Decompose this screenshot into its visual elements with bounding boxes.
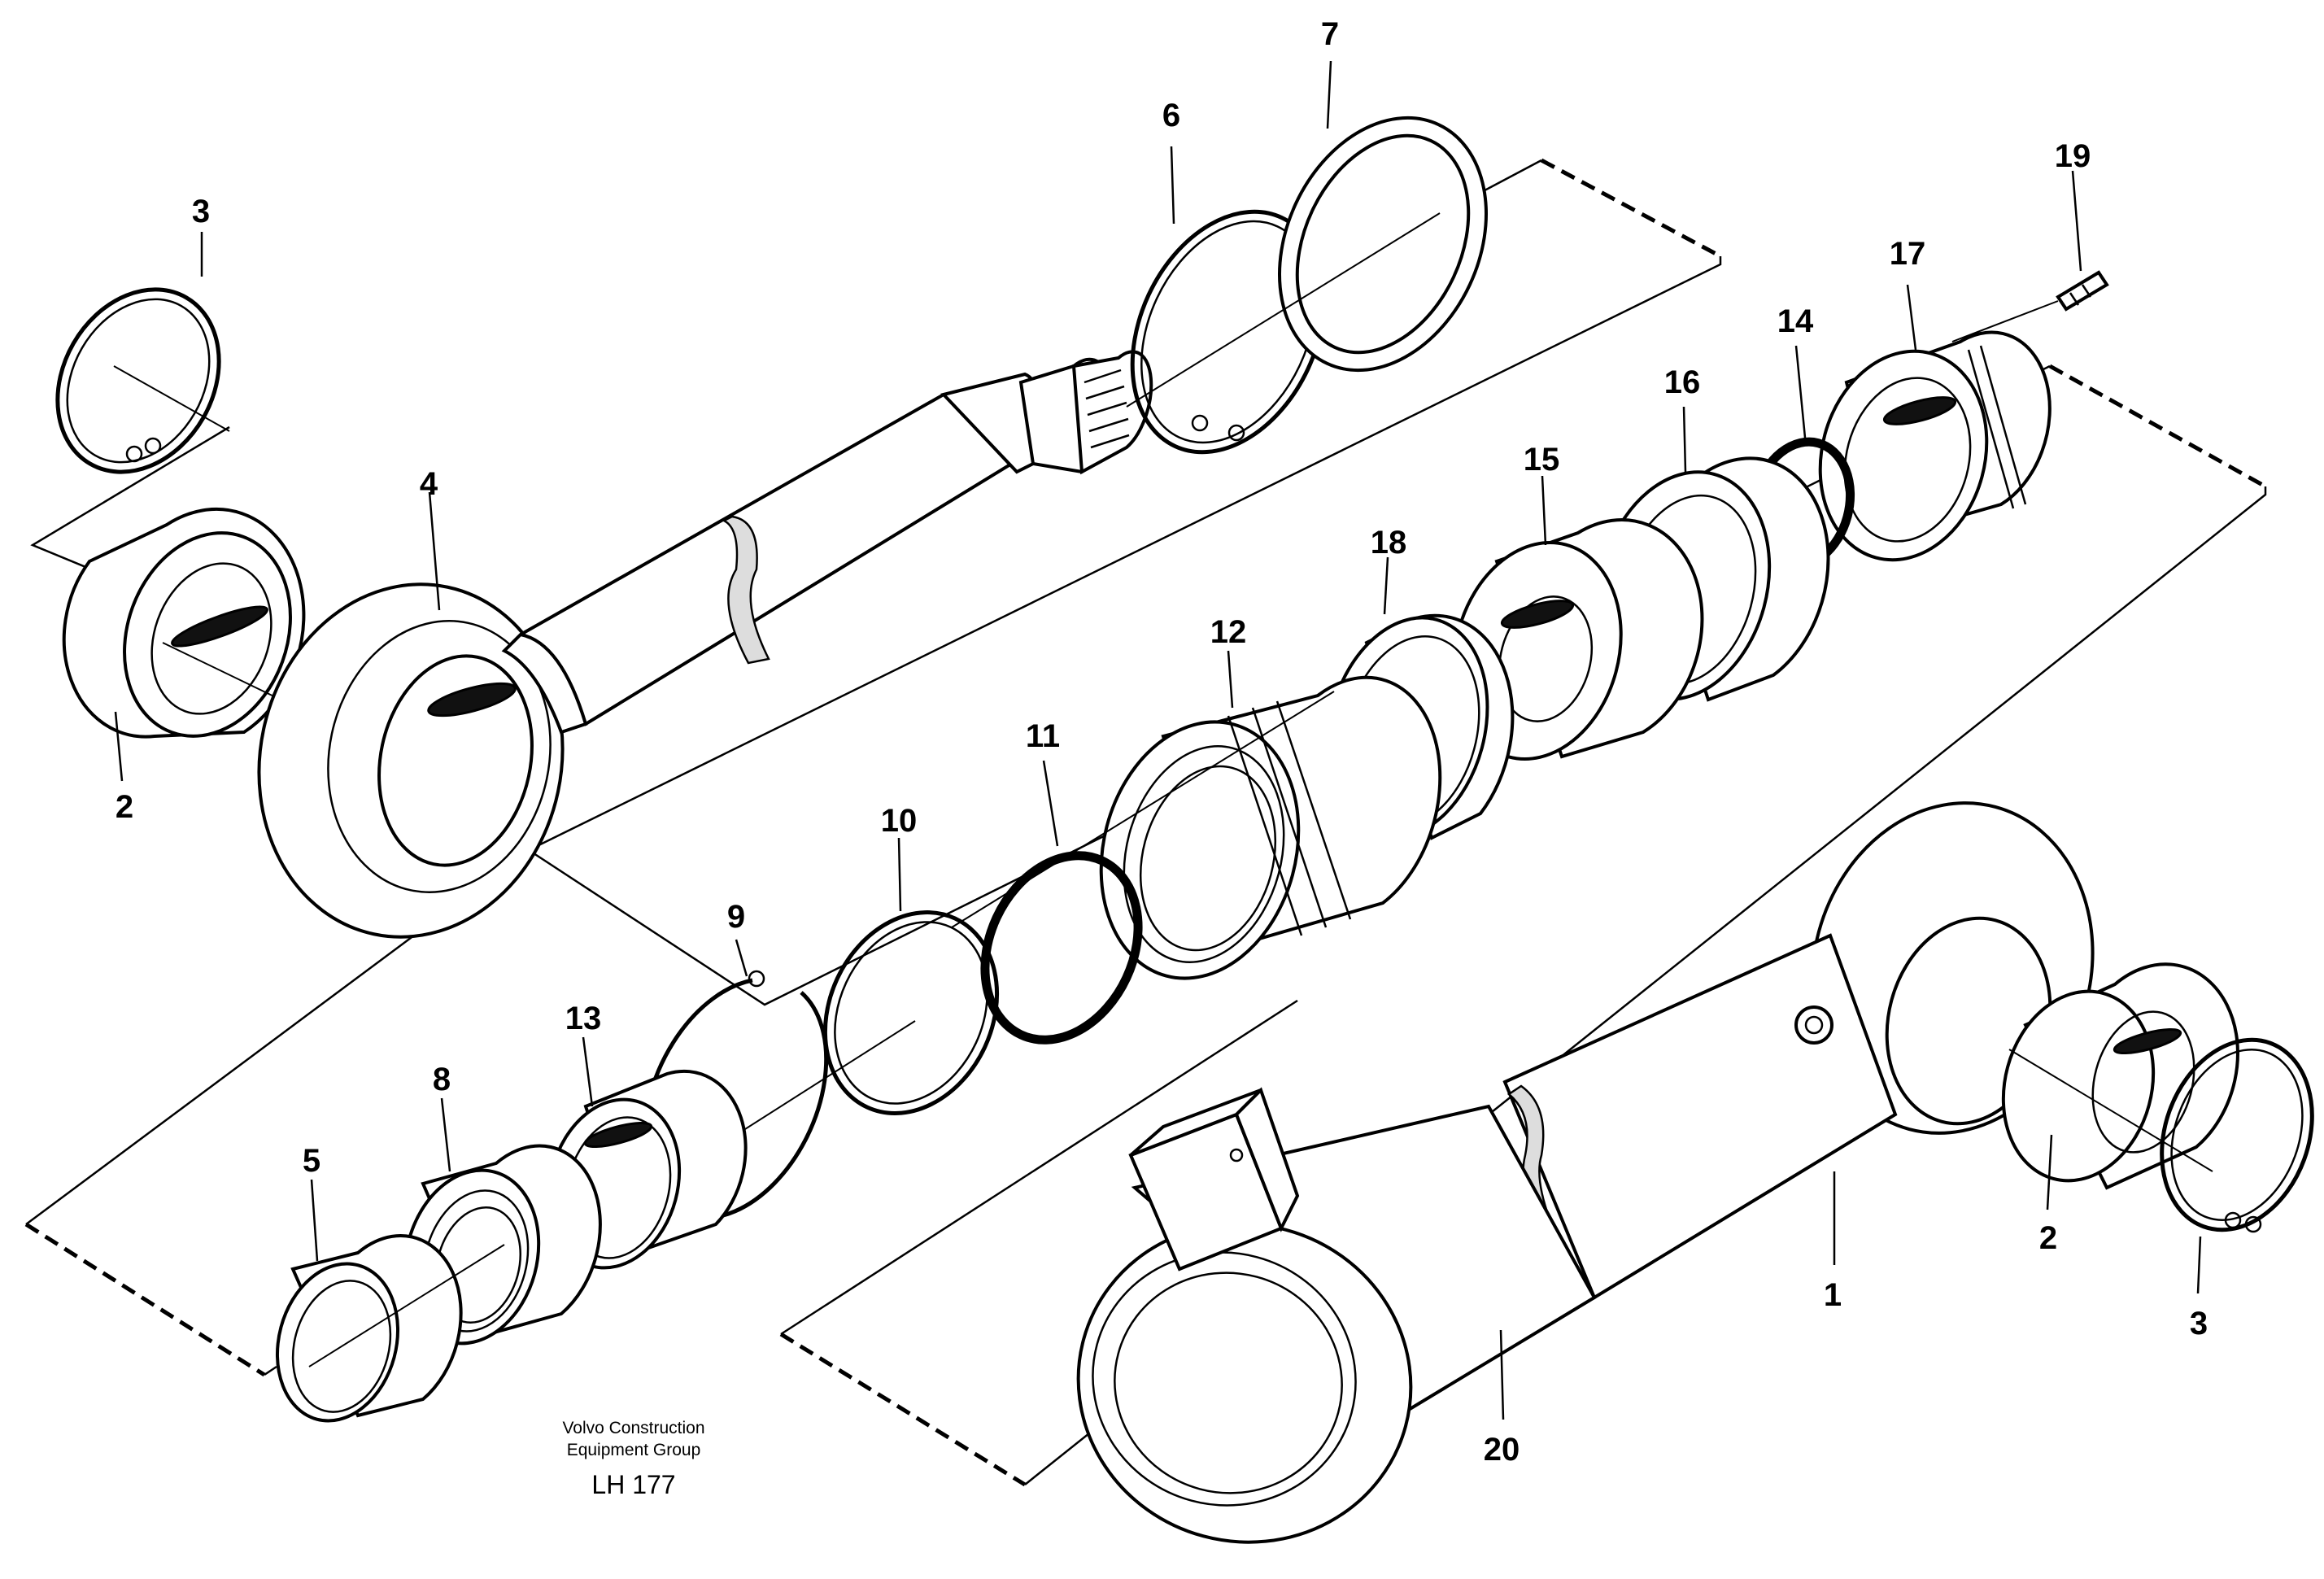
rod-group-boundary-lower xyxy=(528,256,1722,852)
callout-15: 15 xyxy=(1524,442,1560,478)
callout-8: 8 xyxy=(433,1062,451,1097)
part-12-cylinder-head xyxy=(951,675,1442,980)
callout-17: 17 xyxy=(1890,236,1926,272)
credit-line-1: Volvo Construction xyxy=(562,1419,704,1437)
part-10-backup-ring xyxy=(822,910,1000,1115)
part-19-set-screw xyxy=(1951,270,2109,342)
part-5-wiper xyxy=(275,1234,505,1423)
callout-20: 20 xyxy=(1484,1432,1520,1468)
tube-boundary-diag xyxy=(780,999,1298,1336)
credit-block: Volvo Construction Equipment Group LH 17… xyxy=(562,1419,704,1499)
callout-2-right: 2 xyxy=(2039,1220,2057,1256)
part-2-bearing-right xyxy=(2001,962,2239,1190)
callout-3-right: 3 xyxy=(2190,1306,2208,1341)
callout-7: 7 xyxy=(1321,16,1339,52)
seal-group-boundary-right xyxy=(2048,364,2267,489)
part-13-bushing xyxy=(547,1069,748,1270)
callout-11: 11 xyxy=(1026,718,1060,754)
rod-group-boundary-top xyxy=(1540,158,1722,259)
callout-6: 6 xyxy=(1162,98,1180,133)
part-20-cylinder-barrel xyxy=(1076,1087,1597,1544)
callout-12: 12 xyxy=(1210,614,1247,650)
callout-1: 1 xyxy=(1824,1277,1842,1313)
part-7-ring xyxy=(1126,116,1488,408)
part-4-piston-rod xyxy=(257,350,1153,939)
callout-10: 10 xyxy=(881,803,918,839)
callout-4: 4 xyxy=(420,466,438,502)
leader-lines xyxy=(114,60,2202,1420)
part-11-seal xyxy=(980,851,1143,1045)
part-6-circlip xyxy=(1130,209,1327,455)
tube-boundary-bottom xyxy=(779,1332,1027,1487)
callout-9: 9 xyxy=(727,899,745,935)
callout-19: 19 xyxy=(2055,138,2091,174)
part-3-circlip-right xyxy=(2160,1037,2314,1233)
callout-3-left: 3 xyxy=(192,194,210,229)
credit-line-2: Equipment Group xyxy=(567,1441,701,1459)
callout-14: 14 xyxy=(1777,303,1814,339)
callouts: 3 4 2 6 7 19 17 14 16 15 18 12 11 10 9 1… xyxy=(116,16,2208,1468)
part-3-circlip-left xyxy=(55,287,230,474)
small-parts-boundary-bottom xyxy=(264,1365,277,1376)
part-17-piston xyxy=(1818,330,2051,562)
callout-16: 16 xyxy=(1664,364,1701,400)
drawing-code: LH 177 xyxy=(591,1470,675,1499)
callout-18: 18 xyxy=(1371,525,1407,561)
callout-13: 13 xyxy=(565,1001,602,1036)
callout-5: 5 xyxy=(303,1143,320,1179)
callout-2-left: 2 xyxy=(116,789,133,825)
small-parts-boundary-left xyxy=(24,1222,266,1377)
